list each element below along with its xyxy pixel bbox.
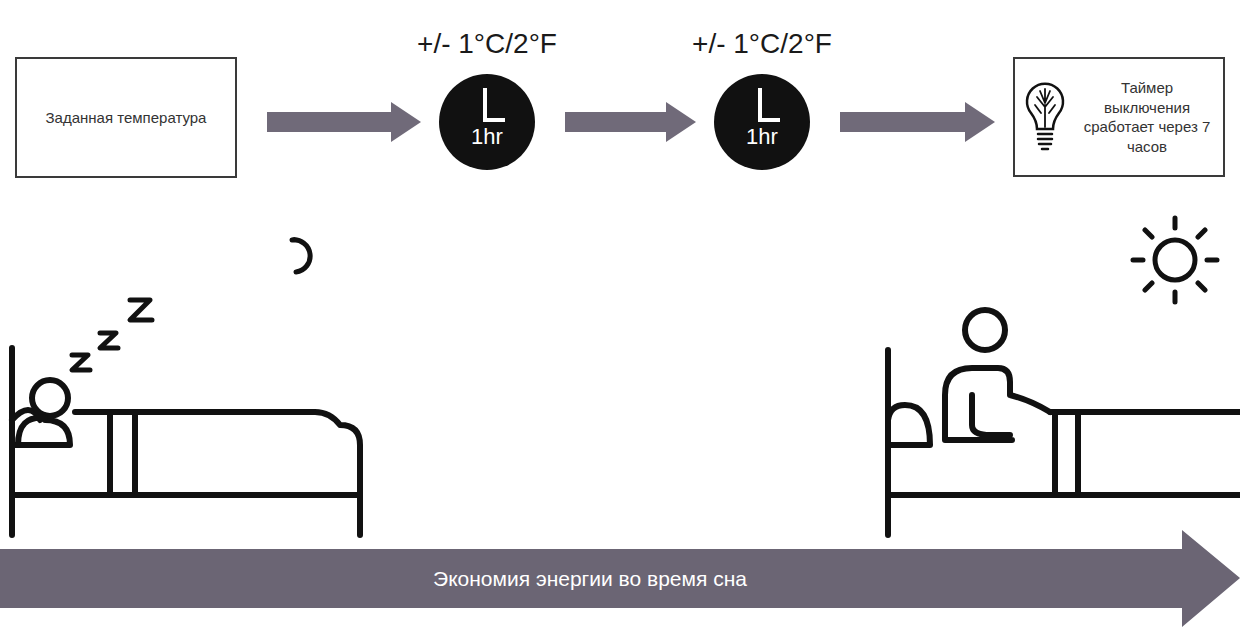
bed-left [12,348,360,535]
setpoint-box: Заданная температура [15,57,237,178]
tolerance-label: +/- 1°C/2°F [417,28,557,60]
bed-right [888,350,1240,535]
hour-label: 1hr [439,126,535,148]
hour-label: 1hr [714,126,810,148]
tolerance-label: +/- 1°C/2°F [692,28,832,60]
sleeper-head [32,380,68,416]
sitting-body [945,368,1050,440]
sun-symbol [1133,218,1217,302]
hour-clock: +/- 1°C/2°F1hr [714,74,810,170]
flow-arrow [565,102,696,142]
setpoint-label: Заданная температура [46,108,207,128]
moon-symbol [292,240,310,272]
timer-label: Таймер выключения сработает через 7 часо… [1079,78,1215,156]
zzz-symbol [72,300,152,370]
band-label: Экономия энергии во время сна [0,549,1180,609]
clock-icon [439,74,535,170]
pillow [18,418,45,445]
sitting-head [965,310,1005,350]
flow-arrow [840,102,995,142]
timer-box: Таймер выключения сработает через 7 часо… [1013,57,1225,177]
clock-icon [714,74,810,170]
bulb-icon [1025,77,1065,157]
flow-arrow [267,102,421,142]
energy-band: Экономия энергии во время сна [0,530,1240,627]
hour-clock: +/- 1°C/2°F1hr [439,74,535,170]
